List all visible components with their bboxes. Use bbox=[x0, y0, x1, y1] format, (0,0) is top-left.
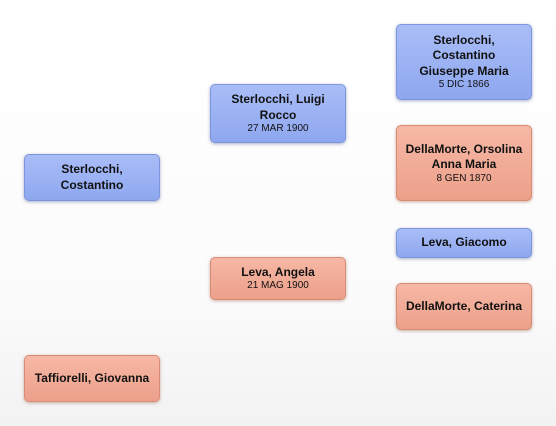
person-date: 5 DIC 1866 bbox=[438, 79, 490, 91]
person-date: 21 MAG 1900 bbox=[247, 280, 309, 292]
person-box-sterlocchi-costantino[interactable]: Sterlocchi, Costantino bbox=[24, 154, 160, 201]
person-box-sterlocchi-luigi-rocco[interactable]: Sterlocchi, Luigi Rocco 27 MAR 1900 bbox=[210, 84, 346, 143]
person-name: DellaMorte, Orsolina Anna Maria bbox=[405, 141, 523, 172]
person-box-taffiorelli-giovanna[interactable]: Taffiorelli, Giovanna bbox=[24, 355, 160, 402]
person-name: Leva, Angela bbox=[241, 264, 315, 279]
person-box-leva-angela[interactable]: Leva, Angela 21 MAG 1900 bbox=[210, 257, 346, 300]
person-name: Sterlocchi, Luigi Rocco bbox=[231, 92, 325, 122]
person-box-dellamorte-orsolina-anna-maria[interactable]: DellaMorte, Orsolina Anna Maria 8 GEN 18… bbox=[396, 125, 532, 201]
person-name: Leva, Giacomo bbox=[421, 235, 507, 250]
person-date: 27 MAR 1900 bbox=[247, 123, 309, 134]
person-box-sterlocchi-costantino-giuseppe-maria[interactable]: Sterlocchi, Costantino Giuseppe Maria 5 … bbox=[396, 24, 532, 100]
person-date: 8 GEN 1870 bbox=[436, 172, 492, 184]
person-name: Taffiorelli, Giovanna bbox=[34, 370, 150, 385]
person-box-leva-giacomo[interactable]: Leva, Giacomo bbox=[396, 228, 532, 258]
person-name: DellaMorte, Caterina bbox=[405, 298, 523, 313]
person-name: Sterlocchi, Costantino bbox=[60, 162, 124, 192]
person-box-dellamorte-caterina[interactable]: DellaMorte, Caterina bbox=[396, 283, 532, 330]
person-name: Sterlocchi, Costantino Giuseppe Maria bbox=[419, 32, 509, 78]
